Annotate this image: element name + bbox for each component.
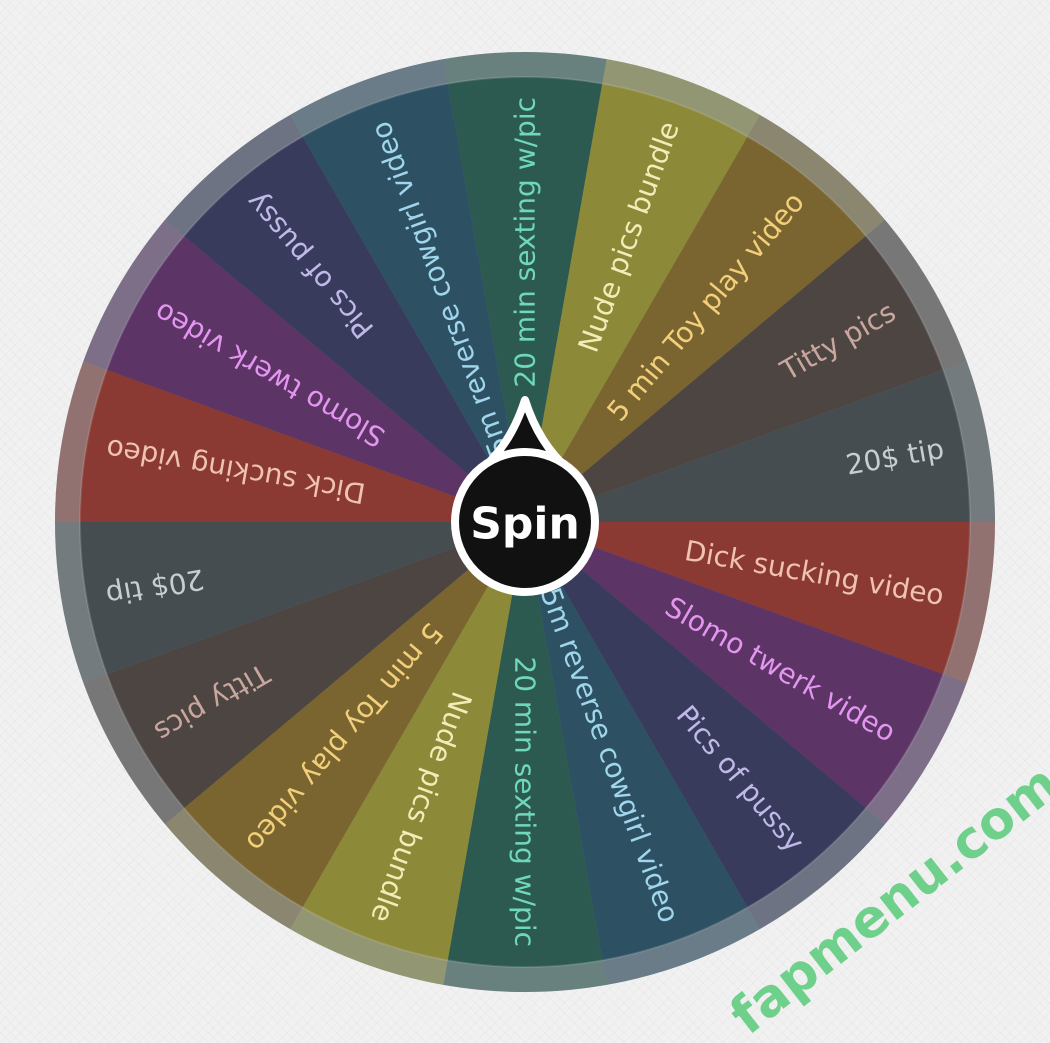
- wheel-segment[interactable]: [106, 235, 525, 522]
- wheel-segment[interactable]: [447, 522, 603, 967]
- spin-button-label[interactable]: Spin: [470, 499, 580, 550]
- wheel-inner-edge: [79, 76, 971, 968]
- wheel-segment[interactable]: [525, 136, 866, 522]
- wheel-segment[interactable]: [184, 522, 526, 908]
- wheel-segment[interactable]: [525, 522, 970, 675]
- spin-hub[interactable]: [451, 448, 599, 596]
- wheel-segment[interactable]: [302, 522, 526, 961]
- wheel-segment[interactable]: [184, 136, 526, 522]
- wheel-segment[interactable]: [525, 83, 748, 522]
- wheel-segment[interactable]: [302, 83, 526, 522]
- wheel-segment[interactable]: [525, 522, 866, 908]
- wheel-segment[interactable]: [106, 522, 525, 809]
- wheel-segment[interactable]: [80, 522, 525, 675]
- wheel-segments[interactable]: [80, 77, 970, 967]
- wheel-segment[interactable]: [525, 235, 944, 522]
- wheel-segment[interactable]: [525, 522, 748, 961]
- wheel-segment[interactable]: [525, 522, 944, 809]
- wheel-segment-label: 20 min sexting w/pic: [509, 656, 542, 947]
- wheel-segment[interactable]: [525, 369, 970, 522]
- wheel-segment-label: 20 min sexting w/pic: [509, 97, 542, 388]
- wheel-segment[interactable]: [447, 77, 603, 522]
- spin-button[interactable]: Spin: [451, 396, 599, 596]
- wheel-segment[interactable]: [80, 369, 525, 522]
